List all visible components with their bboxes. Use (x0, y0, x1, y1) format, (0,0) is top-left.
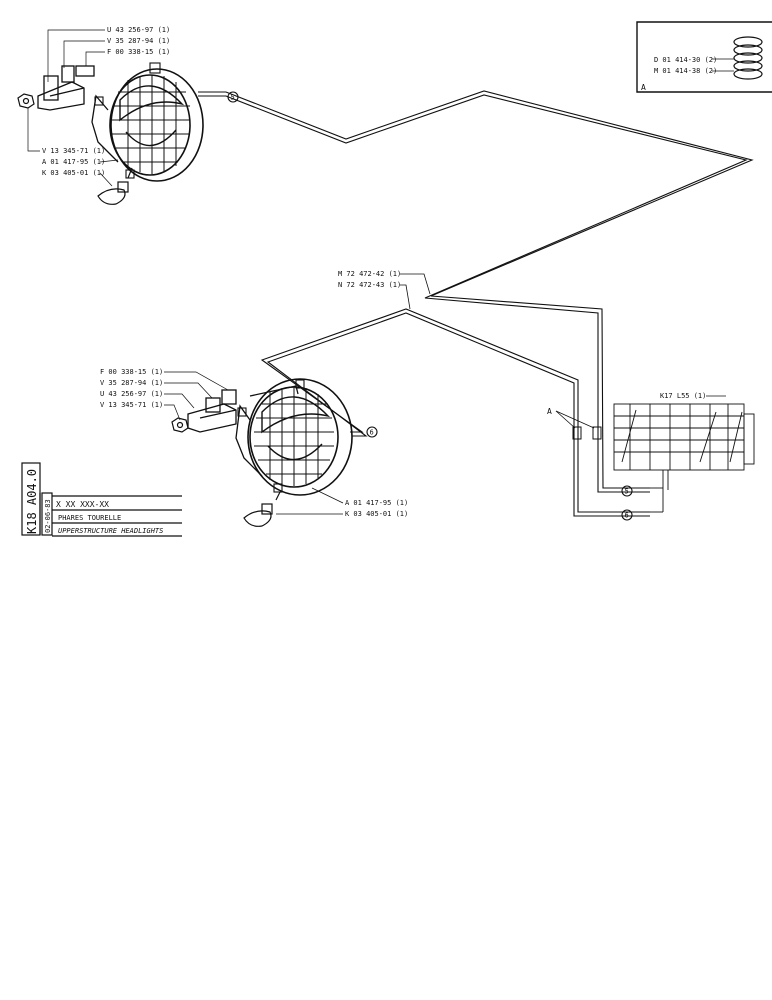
top-plug-drawing (97, 167, 133, 205)
bottom-label-6: K 03 405-01 (1) (345, 510, 408, 518)
cable-label-1: M 72 472-42 (1) (338, 270, 401, 278)
svg-text:5: 5 (625, 488, 629, 496)
top-label-1: U 43 256-97 (1) (107, 26, 170, 34)
title-english: UPPERSTRUCTURE HEADLIGHTS (58, 527, 163, 535)
svg-text:5: 5 (231, 94, 235, 102)
top-label-2: V 35 287-94 (1) (107, 37, 170, 45)
bottom-nut-drawing (171, 417, 189, 433)
cable-marker-6-bottom: 6 (366, 426, 378, 438)
connector-label-a: A (547, 407, 552, 416)
top-bracket-drawing (37, 65, 95, 111)
terminal-marker-5: 5 (621, 485, 633, 497)
bottom-bracket-drawing (187, 389, 237, 433)
svg-text:6: 6 (370, 429, 374, 437)
top-label-3: F 00 338-15 (1) (107, 48, 170, 56)
top-label-4: V 13 345-71 (1) (42, 147, 105, 155)
connector-a-drawing (572, 426, 602, 440)
terminal-box-label: K17 L55 (1) (660, 392, 706, 400)
drawing-code: K18 A04.0 (25, 469, 39, 534)
top-headlamp: U 43 256-97 (1) V 35 287-94 (1) F 00 338… (17, 26, 204, 205)
drawing-date: 02-06-83 (44, 499, 52, 533)
svg-text:6: 6 (625, 512, 629, 520)
bottom-label-4: V 13 345-71 (1) (100, 401, 163, 409)
title-french: PHARES TOURELLE (58, 514, 121, 522)
bottom-label-5: A 01 417-95 (1) (345, 499, 408, 507)
bottom-label-2: V 35 287-94 (1) (100, 379, 163, 387)
terminal-box: K17 L55 (1) (613, 392, 755, 513)
bottom-headlamp: F 00 338-15 (1) V 35 287-94 (1) U 43 256… (100, 368, 408, 527)
bottom-label-1: F 00 338-15 (1) (100, 368, 163, 376)
cable-routes (198, 90, 754, 517)
detail-label-1: D 01 414-30 (2) (654, 56, 717, 64)
cable-marker-5-top: 5 (227, 91, 239, 103)
bottom-plug-drawing (243, 491, 281, 527)
title-block: K18 A04.0 02-06-83 X XX XXX-XX PHARES TO… (21, 462, 182, 537)
detail-label-2: M 01 414-38 (2) (654, 67, 717, 75)
grommet-stack-drawing (712, 36, 763, 80)
top-label-5: A 01 417-95 (1) (42, 158, 105, 166)
cable-label-2: N 72 472-43 (1) (338, 281, 401, 289)
top-nut-drawing (17, 93, 35, 109)
drawing-ref: X XX XXX-XX (56, 500, 109, 509)
detail-box-a: D 01 414-30 (2) M 01 414-38 (2) A (636, 21, 772, 93)
top-label-6: K 03 405-01 (1) (42, 169, 105, 177)
bottom-label-3: U 43 256-97 (1) (100, 390, 163, 398)
detail-box-letter: A (641, 83, 646, 92)
terminal-marker-6: 6 (621, 509, 633, 521)
